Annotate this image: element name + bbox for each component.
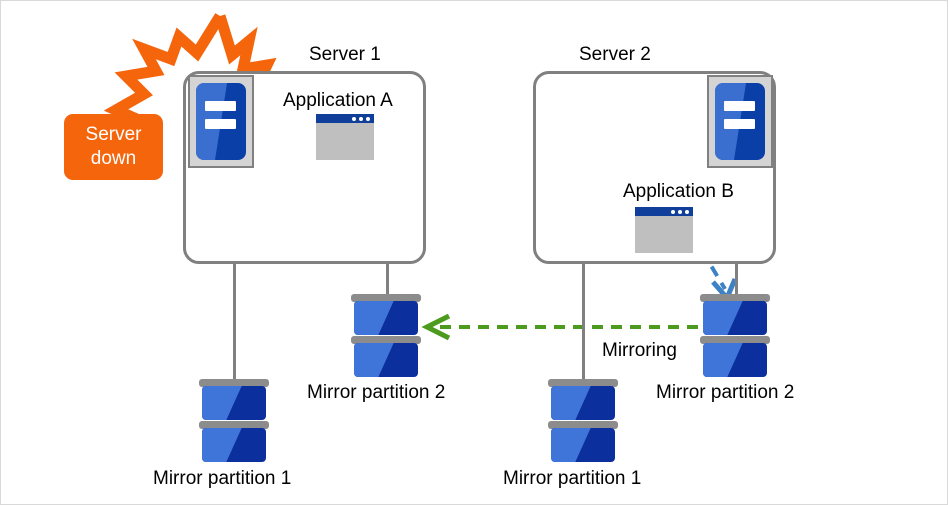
server-1-mirror-partition-2-disk (351, 294, 421, 380)
server-2-rack-icon (707, 75, 773, 168)
app-dot-2 (359, 116, 363, 121)
disk-body-upper (354, 301, 418, 335)
application-a-label: Application A (283, 90, 393, 111)
server-2-connector-to-partition-1 (582, 264, 585, 388)
app-dot-1 (352, 116, 356, 121)
server-1-connector-to-partition-1 (233, 264, 236, 388)
server-down-badge: Server down (64, 114, 163, 180)
disk-body-upper (202, 386, 266, 420)
server-2-mirror-partition-2-disk (700, 294, 770, 380)
disk-cap-top (199, 379, 269, 387)
server-2-mirror-partition-1-label: Mirror partition 1 (503, 468, 642, 489)
disk-cap-top (351, 294, 421, 302)
server-2-title: Server 2 (579, 44, 651, 65)
app-dot-3 (366, 116, 370, 121)
disk-cap-middle (700, 336, 770, 344)
application-b-titlebar (635, 207, 693, 216)
disk-body-lower (202, 428, 266, 462)
application-a-titlebar (316, 114, 374, 123)
server-1-connector-to-partition-2 (386, 264, 389, 297)
disk-body-upper (551, 386, 615, 420)
application-b-label: Application B (623, 181, 734, 202)
app-dot-2 (678, 209, 682, 214)
server-1-rack-bar-2 (204, 119, 236, 130)
server-1-mirror-partition-1-label: Mirror partition 1 (153, 468, 292, 489)
server-down-line1: Server (85, 124, 142, 145)
application-a-window-icon (316, 114, 374, 160)
server-down-line2: down (90, 148, 137, 169)
server-2-rack-bar-2 (723, 119, 755, 130)
application-b-window-icon (635, 207, 693, 253)
mirroring-arrow (421, 313, 698, 341)
server-1-title: Server 1 (309, 44, 381, 65)
server-1-mirror-partition-1-disk (199, 379, 269, 465)
server-2-mirror-partition-2-label: Mirror partition 2 (656, 382, 795, 403)
disk-cap-middle (548, 421, 618, 429)
disk-cap-middle (199, 421, 269, 429)
server-2-connector-to-partition-2 (735, 264, 738, 297)
disk-body-lower (703, 343, 767, 377)
server-1-mirror-partition-2-label: Mirror partition 2 (307, 382, 446, 403)
mirroring-label: Mirroring (602, 340, 677, 361)
server-2-rack-bar-1 (723, 101, 755, 112)
server-2-mirror-partition-1-disk (548, 379, 618, 465)
disk-body-lower (354, 343, 418, 377)
disk-body-lower (551, 428, 615, 462)
server-1-rack-bar-1 (204, 101, 236, 112)
app-dot-3 (685, 209, 689, 214)
app-dot-1 (671, 209, 675, 214)
server-1-rack-icon (188, 75, 254, 168)
disk-cap-top (700, 294, 770, 302)
disk-body-upper (703, 301, 767, 335)
disk-cap-top (548, 379, 618, 387)
disk-cap-middle (351, 336, 421, 344)
